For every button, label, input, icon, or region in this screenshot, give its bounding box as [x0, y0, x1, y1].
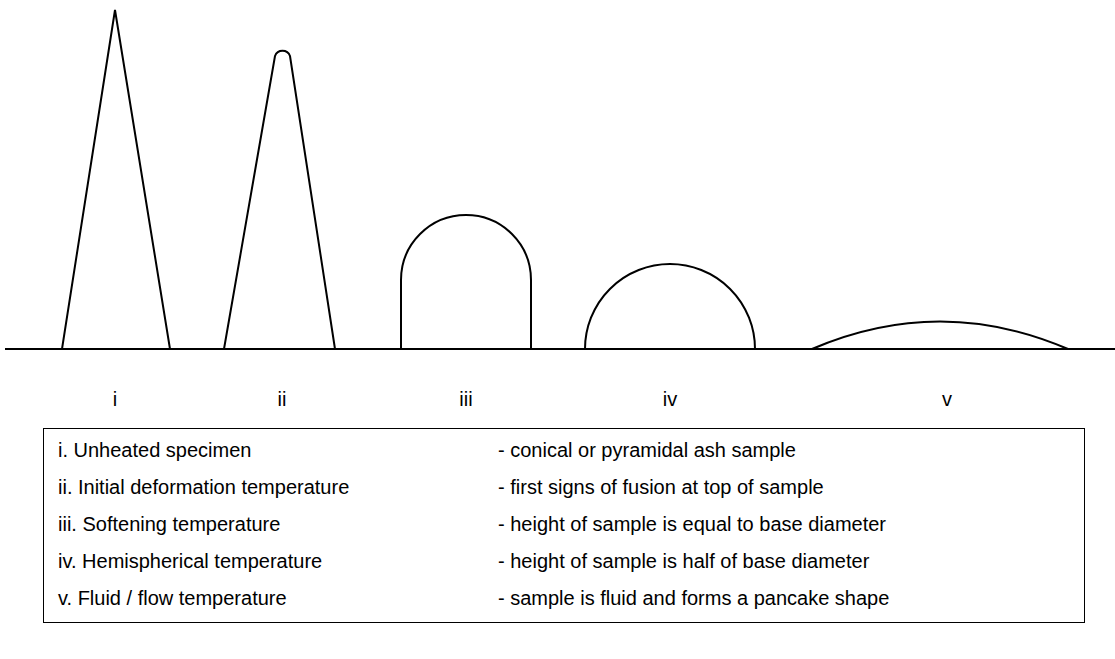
stage-name: i. Unheated specimen — [58, 439, 498, 462]
stage-description: - first signs of fusion at top of sample — [498, 476, 1070, 499]
stage-description: - sample is fluid and forms a pancake sh… — [498, 587, 1070, 610]
pancake-sample — [812, 322, 1068, 350]
legend-table-box: i. Unheated specimen- conical or pyramid… — [43, 428, 1085, 623]
stage-numeral: iii — [459, 388, 472, 411]
unheated-cone — [62, 10, 170, 349]
table-grid: i. Unheated specimen- conical or pyramid… — [58, 439, 1070, 610]
stage-numeral: ii — [278, 388, 287, 411]
hemisphere-sample — [585, 264, 755, 349]
stage-description: - conical or pyramidal ash sample — [498, 439, 1070, 462]
stage-name: ii. Initial deformation temperature — [58, 476, 498, 499]
stage-numeral: iv — [663, 388, 677, 411]
stage-numeral: i — [113, 388, 117, 411]
stage-numeral: v — [942, 388, 952, 411]
softened-sample — [401, 215, 531, 349]
stage-name: iii. Softening temperature — [58, 513, 498, 536]
stage-description: - height of sample is equal to base diam… — [498, 513, 1070, 536]
stage-name: v. Fluid / flow temperature — [58, 587, 498, 610]
deformed-cone — [224, 51, 335, 349]
base-line — [5, 348, 1115, 350]
stage-name: iv. Hemispherical temperature — [58, 550, 498, 573]
stage-description: - height of sample is half of base diame… — [498, 550, 1070, 573]
